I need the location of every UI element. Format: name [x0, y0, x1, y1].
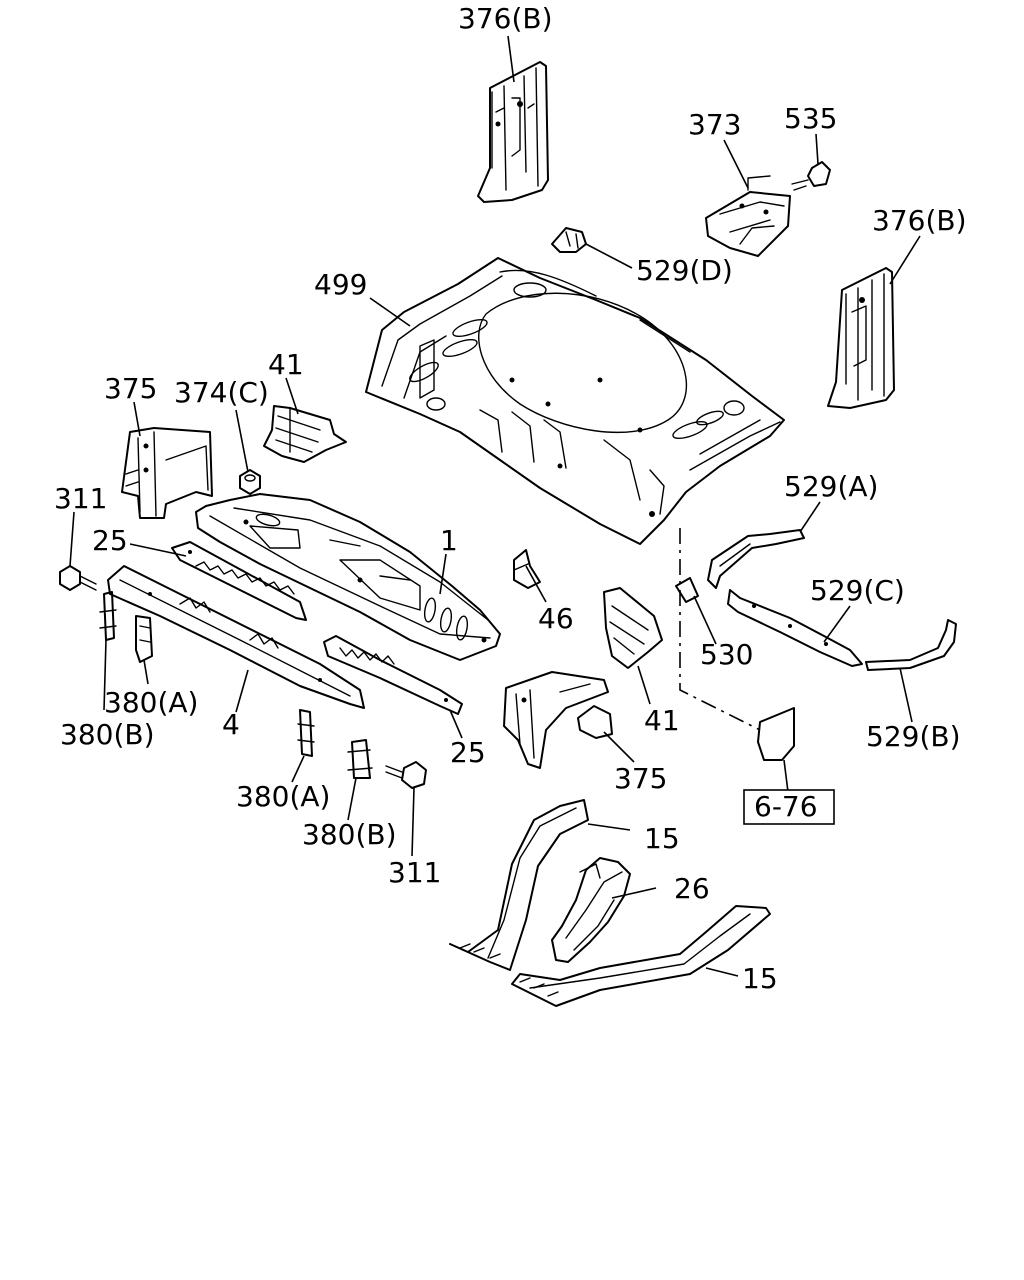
label-376b-right: 376(B): [872, 204, 967, 237]
part-373: [705, 175, 791, 257]
label-529a: 529(A): [784, 470, 878, 503]
label-15-bottom: 15: [742, 962, 778, 995]
label-535: 535: [784, 102, 837, 135]
label-499: 499: [314, 268, 367, 301]
part-380b-clip-left: [99, 591, 117, 641]
label-15-top: 15: [644, 822, 680, 855]
part-41-left: [263, 405, 347, 463]
part-25-right: [323, 635, 463, 715]
part-535-bolt: [791, 161, 831, 191]
part-376b-top: [477, 61, 549, 203]
label-25-right: 25: [450, 736, 486, 769]
part-529c-bar: [727, 589, 863, 667]
part-499-floor-panel: [365, 257, 785, 545]
part-311-bolt-mid: [385, 761, 427, 789]
part-380a-clip-left: [135, 615, 153, 663]
reference-box[interactable]: 6-76: [743, 789, 835, 825]
label-529d: 529(D): [636, 254, 733, 287]
part-311-bolt-left: [59, 565, 97, 591]
part-4-rail: [107, 565, 365, 709]
part-1-cross-member: [195, 493, 501, 661]
part-25-left: [171, 541, 307, 621]
reference-box-label: 6-76: [754, 790, 818, 823]
label-380a-mid: 380(A): [236, 780, 330, 813]
part-376b-right: [827, 267, 895, 409]
label-41-right: 41: [644, 704, 680, 737]
part-reference-sheet: [757, 707, 795, 761]
label-380b-left: 380(B): [60, 718, 155, 751]
part-374c-nut: [239, 469, 261, 495]
label-529c: 529(C): [810, 574, 905, 607]
part-41-right: [603, 587, 663, 669]
label-375-right: 375: [614, 762, 667, 795]
label-380a-left: 380(A): [104, 686, 198, 719]
label-26: 26: [674, 872, 710, 905]
part-15-rail-top: [449, 799, 589, 971]
label-311-mid: 311: [388, 856, 441, 889]
label-373: 373: [688, 108, 741, 141]
part-529d-clip: [551, 227, 587, 253]
part-46-bracket: [513, 549, 541, 589]
part-26-mount: [551, 857, 631, 963]
label-380b-mid: 380(B): [302, 818, 397, 851]
part-labels: 376(B) 373 535 376(B) 529(D) 499 375 374…: [54, 2, 967, 995]
label-25-left: 25: [92, 524, 128, 557]
label-41-left: 41: [268, 348, 304, 381]
part-380a-clip-mid: [297, 709, 315, 757]
leader-lines: [69, 35, 921, 977]
label-376b-top: 376(B): [458, 2, 553, 35]
part-375-right: [503, 671, 613, 769]
label-529b: 529(B): [866, 720, 961, 753]
label-530: 530: [700, 638, 753, 671]
label-1: 1: [440, 524, 458, 557]
part-380b-clip-mid: [347, 739, 373, 779]
part-15-rail-bottom: [511, 905, 771, 1007]
label-374c: 374(C): [174, 376, 269, 409]
label-4: 4: [222, 708, 240, 741]
reference-box-frame: [743, 789, 835, 825]
label-375-left: 375: [104, 372, 157, 405]
part-375-left: [121, 427, 213, 519]
part-529b-bracket: [865, 619, 957, 671]
part-530-clip: [675, 577, 699, 603]
part-529a-bracket: [707, 529, 805, 589]
label-311-left: 311: [54, 482, 107, 515]
label-46: 46: [538, 602, 574, 635]
